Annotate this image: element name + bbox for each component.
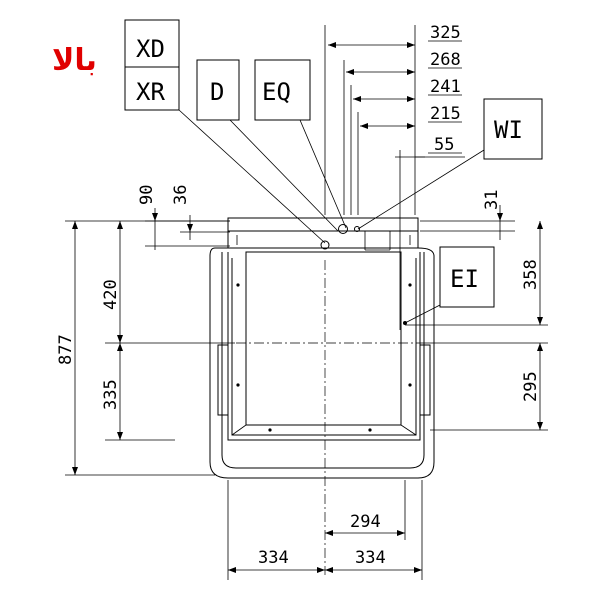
dim-31: 31 — [482, 190, 502, 210]
center-lines — [236, 260, 420, 575]
small-top-dims — [145, 208, 230, 250]
dim-295: 295 — [521, 371, 541, 402]
eq-box — [254, 59, 311, 121]
housing-body — [209, 217, 435, 479]
top-label: بالا — [52, 43, 97, 78]
dim-420: 420 — [101, 279, 121, 310]
dim-877: 877 — [56, 334, 76, 365]
ei-label: EI — [450, 265, 479, 293]
dim-36: 36 — [171, 185, 191, 205]
d-box — [196, 59, 240, 121]
d-label: D — [210, 78, 224, 106]
xd-xr-box — [124, 19, 180, 111]
small-right-dim — [420, 205, 515, 240]
xd-label: XD — [136, 35, 165, 63]
eq-label: EQ — [262, 78, 291, 106]
dim-215: 215 — [430, 104, 461, 124]
leader-lines — [178, 109, 485, 324]
wi-box — [483, 98, 543, 160]
connection-points — [320, 224, 407, 325]
right-vertical-dims — [405, 221, 548, 431]
dim-241: 241 — [430, 77, 461, 97]
ei-box — [439, 246, 495, 308]
wi-label: WI — [494, 116, 523, 144]
dim-358: 358 — [521, 259, 541, 290]
bottom-dims — [227, 480, 423, 580]
dim-268: 268 — [430, 50, 461, 70]
dim-335: 335 — [101, 379, 121, 410]
xr-label: XR — [136, 78, 165, 106]
dim-334-left: 334 — [258, 548, 289, 568]
left-vertical-dims — [65, 220, 235, 476]
dim-334-right: 334 — [355, 548, 386, 568]
dim-55: 55 — [434, 135, 454, 155]
dim-294: 294 — [350, 512, 381, 532]
dim-325: 325 — [430, 23, 461, 43]
top-dimension-stack — [324, 25, 465, 330]
dim-90: 90 — [137, 185, 157, 205]
